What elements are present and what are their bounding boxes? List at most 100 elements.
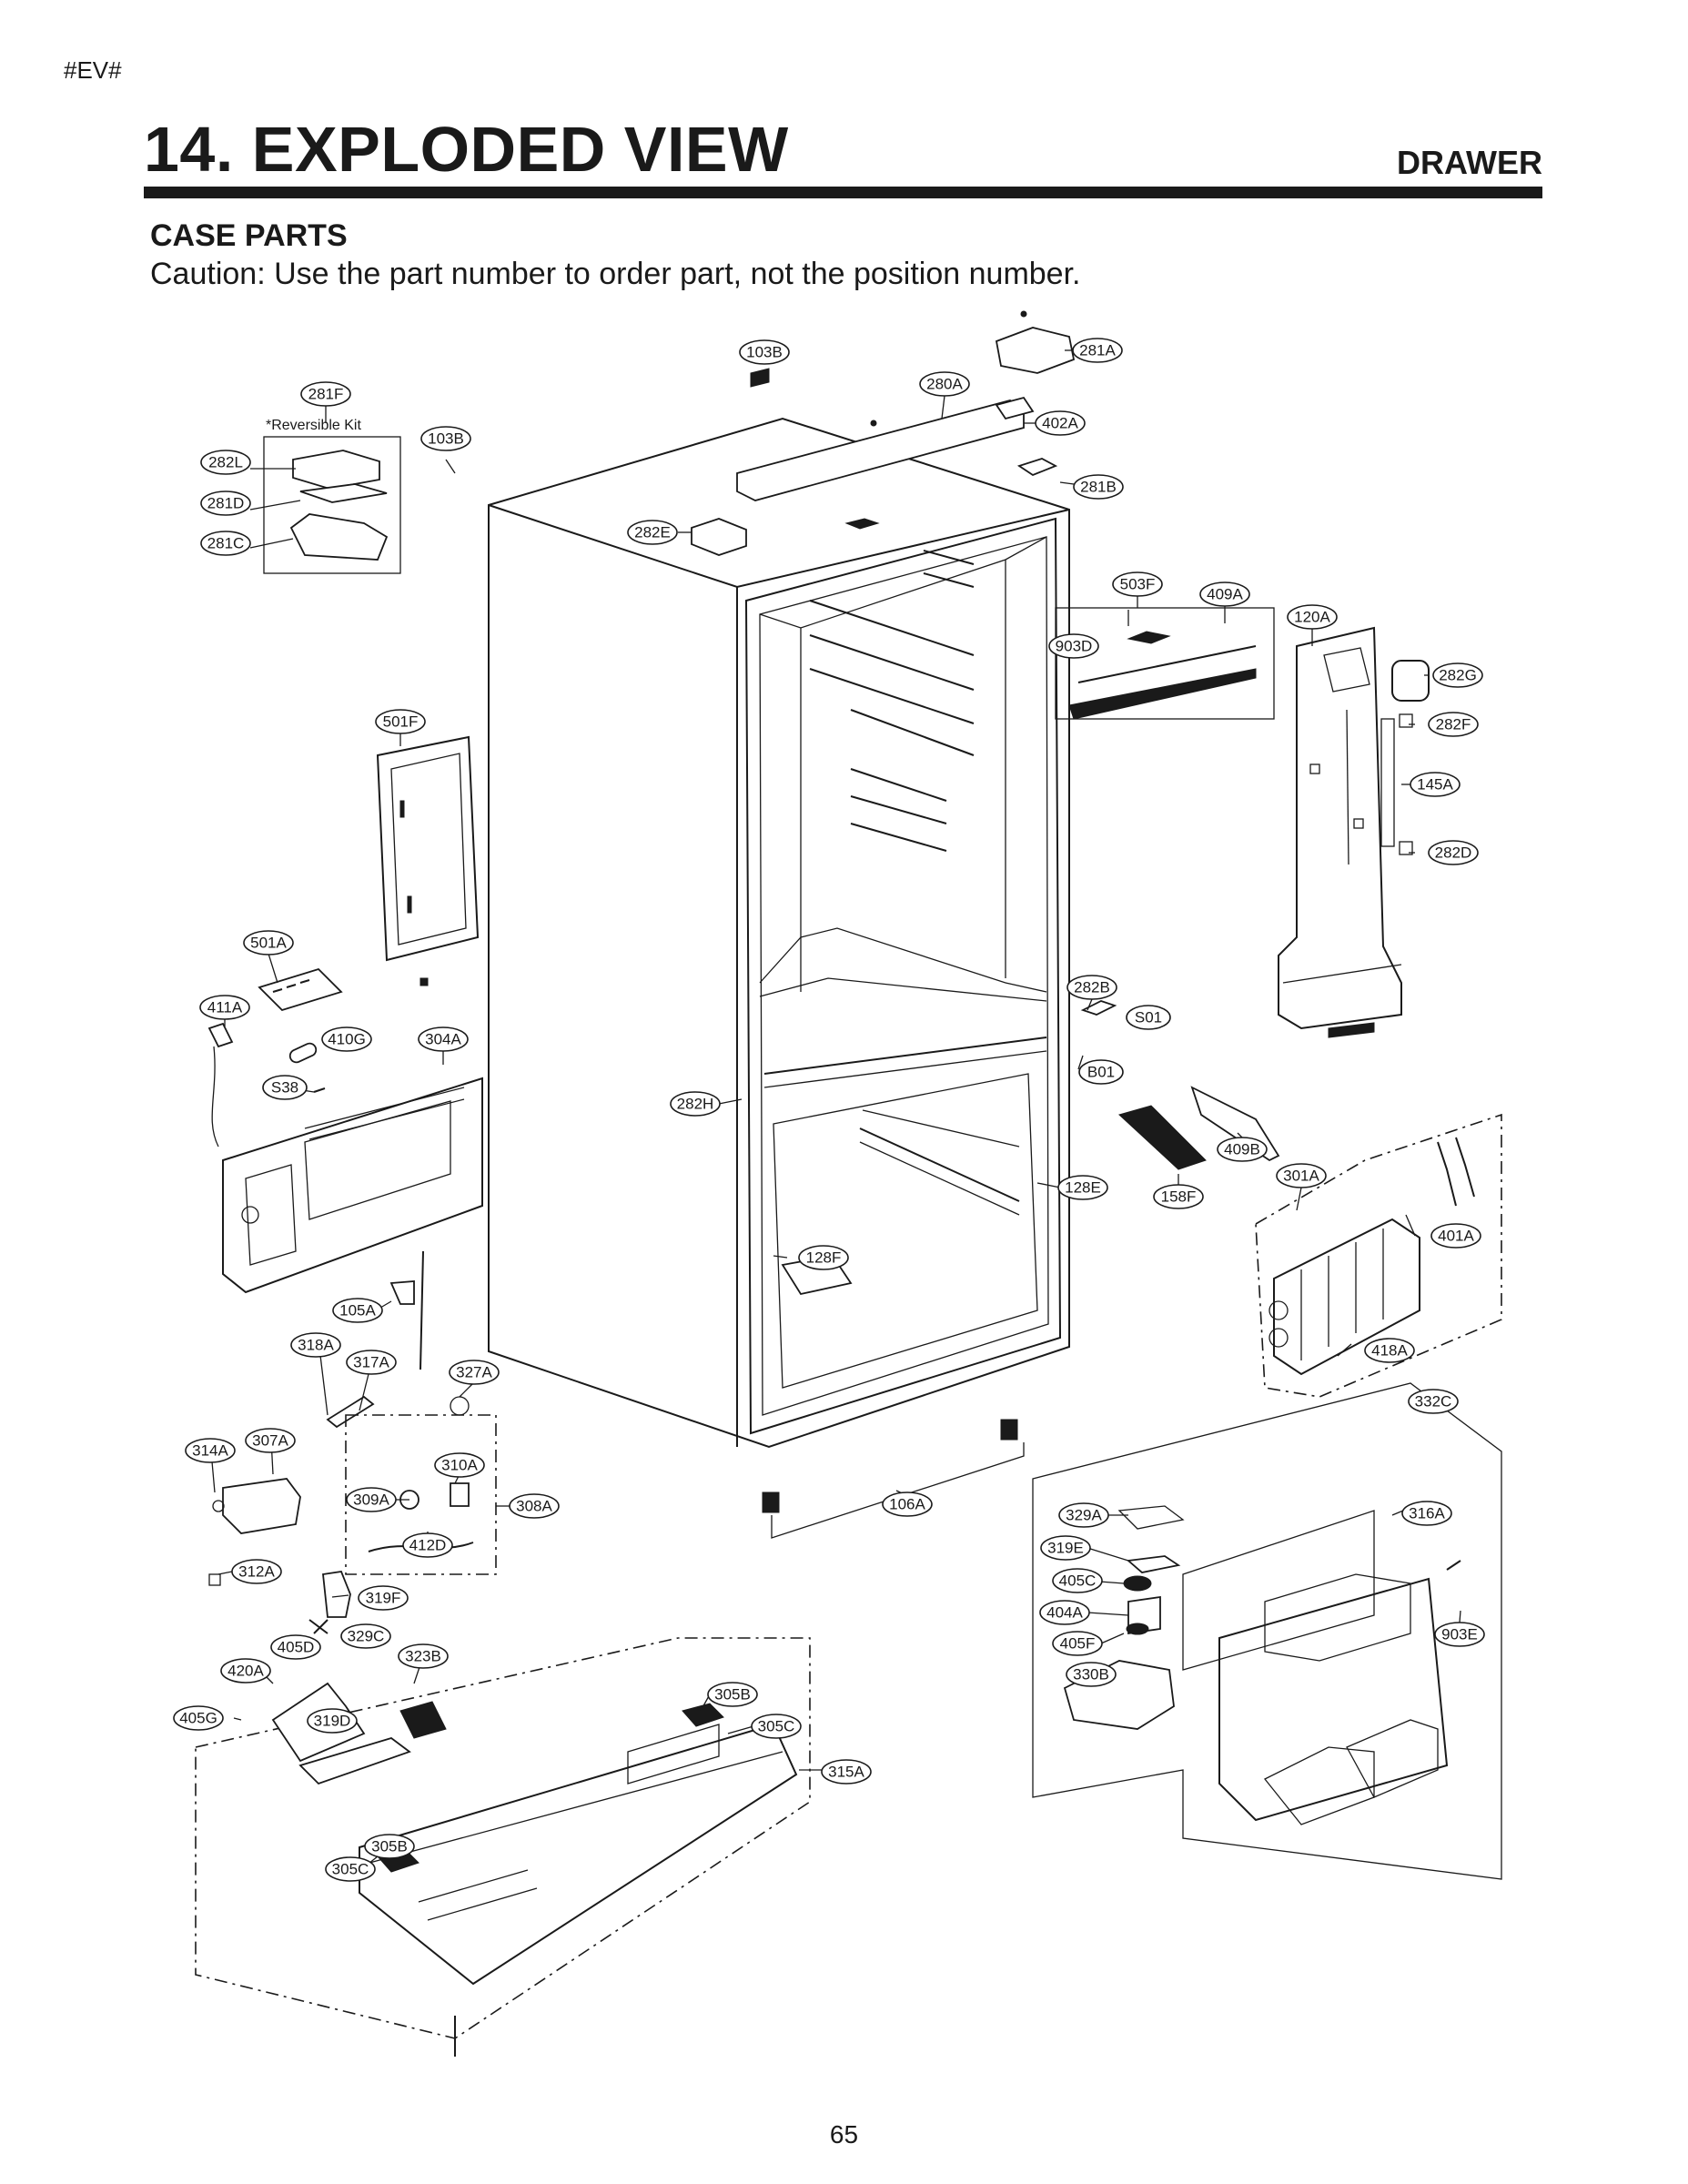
svg-text:401A: 401A — [1438, 1228, 1474, 1245]
callout-158F: 158F — [1153, 1184, 1204, 1209]
svg-text:282H: 282H — [677, 1096, 714, 1113]
svg-text:281A: 281A — [1079, 342, 1116, 359]
callout-319D: 319D — [307, 1708, 358, 1734]
svg-text:402A: 402A — [1042, 415, 1078, 432]
callout-401A: 401A — [1430, 1223, 1481, 1249]
svg-text:280A: 280A — [926, 376, 963, 393]
caution-note: Caution: Use the part number to order pa… — [150, 257, 1081, 291]
callout-103B-top: 103B — [739, 339, 790, 365]
callout-501F: 501F — [375, 709, 426, 734]
shelf-rails — [809, 550, 975, 852]
svg-text:319F: 319F — [366, 1590, 401, 1607]
callout-145A: 145A — [1410, 772, 1461, 797]
callout-106A: 106A — [882, 1491, 933, 1517]
callout-420A: 420A — [220, 1658, 271, 1684]
svg-text:301A: 301A — [1283, 1168, 1319, 1185]
svg-text:B01: B01 — [1087, 1064, 1115, 1081]
callout-405C: 405C — [1052, 1568, 1103, 1593]
fan-motor-group — [1032, 1382, 1502, 1880]
svg-text:405G: 405G — [179, 1710, 217, 1727]
callout-405G: 405G — [173, 1705, 224, 1731]
svg-text:281D: 281D — [207, 495, 245, 512]
svg-text:158F: 158F — [1161, 1188, 1197, 1206]
air-duct-panel — [1278, 626, 1430, 1038]
svg-text:411A: 411A — [207, 999, 243, 1016]
svg-text:501A: 501A — [250, 935, 287, 952]
svg-text:317A: 317A — [353, 1354, 389, 1371]
callout-280A: 280A — [919, 371, 970, 397]
callout-332C: 332C — [1408, 1389, 1459, 1414]
svg-text:282G: 282G — [1439, 667, 1477, 684]
callout-409B: 409B — [1217, 1137, 1268, 1162]
svg-text:314A: 314A — [192, 1442, 228, 1460]
callout-308A: 308A — [509, 1493, 560, 1519]
callout-327A: 327A — [449, 1360, 500, 1385]
callout-405D: 405D — [270, 1634, 321, 1660]
svg-text:282B: 282B — [1074, 979, 1110, 996]
svg-text:308A: 308A — [516, 1498, 552, 1515]
svg-text:409B: 409B — [1224, 1141, 1260, 1158]
callout-418A: 418A — [1364, 1338, 1415, 1363]
callout-411A: 411A — [199, 995, 250, 1020]
callout-282B: 282B — [1066, 975, 1117, 1000]
machine-cover — [222, 1077, 483, 1294]
callout-319E: 319E — [1040, 1535, 1091, 1561]
svg-text:319E: 319E — [1047, 1540, 1084, 1557]
callout-305B-left: 305B — [364, 1834, 415, 1859]
svg-text:S38: S38 — [271, 1079, 298, 1097]
callout-281B: 281B — [1073, 474, 1124, 500]
callout-412D: 412D — [402, 1532, 453, 1558]
svg-text:103B: 103B — [746, 344, 783, 361]
callout-282F: 282F — [1428, 712, 1479, 737]
section-heading: CASE PARTS — [150, 218, 348, 253]
callout-S01: S01 — [1126, 1005, 1171, 1030]
callout-128F: 128F — [798, 1245, 849, 1270]
callout-307A: 307A — [245, 1428, 296, 1453]
svg-text:305C: 305C — [758, 1718, 795, 1735]
svg-text:316A: 316A — [1409, 1505, 1445, 1522]
callout-903E: 903E — [1434, 1622, 1485, 1647]
svg-text:120A: 120A — [1294, 609, 1330, 626]
machine-room-base — [195, 1637, 811, 2057]
callout-S38: S38 — [262, 1075, 308, 1100]
evaporator — [1255, 1113, 1502, 1398]
back-cover-panel — [376, 735, 480, 986]
svg-text:307A: 307A — [252, 1432, 288, 1450]
svg-text:281B: 281B — [1080, 479, 1117, 496]
callout-B01: B01 — [1078, 1059, 1124, 1085]
callout-312A: 312A — [231, 1559, 282, 1584]
callout-316A: 316A — [1401, 1501, 1452, 1526]
svg-text:323B: 323B — [405, 1648, 441, 1665]
svg-text:282L: 282L — [208, 454, 243, 471]
callout-903D: 903D — [1048, 633, 1099, 659]
svg-text:304A: 304A — [425, 1031, 461, 1048]
callout-404A: 404A — [1039, 1600, 1090, 1625]
svg-text:405C: 405C — [1059, 1572, 1097, 1590]
callout-103B-left: 103B — [420, 426, 471, 451]
svg-text:305B: 305B — [371, 1838, 408, 1855]
reversible-kit-note: *Reversible Kit — [266, 418, 361, 433]
svg-text:327A: 327A — [456, 1364, 492, 1381]
callout-301A: 301A — [1276, 1163, 1327, 1188]
callout-501A: 501A — [243, 930, 294, 956]
svg-text:903D: 903D — [1056, 638, 1093, 655]
callout-281A: 281A — [1072, 338, 1123, 363]
svg-text:501F: 501F — [383, 713, 419, 731]
svg-text:106A: 106A — [889, 1496, 925, 1513]
light-cover-group — [1055, 607, 1275, 720]
svg-text:281C: 281C — [207, 535, 245, 552]
svg-text:315A: 315A — [828, 1764, 864, 1781]
callout-405F: 405F — [1052, 1631, 1103, 1656]
reversible-kit-group: *Reversible Kit — [249, 405, 401, 574]
callout-329A: 329A — [1058, 1502, 1109, 1528]
callout-305B-right: 305B — [707, 1682, 758, 1707]
callout-410G: 410G — [321, 1026, 372, 1052]
svg-text:420A: 420A — [227, 1663, 264, 1680]
svg-text:503F: 503F — [1120, 576, 1156, 593]
page-title: 14. EXPLODED VIEW — [144, 114, 789, 185]
leveling-legs — [762, 1419, 1025, 1539]
svg-text:310A: 310A — [441, 1457, 478, 1474]
pcb-board — [258, 967, 343, 1012]
callout-281D: 281D — [200, 490, 251, 516]
svg-text:329A: 329A — [1066, 1507, 1102, 1524]
